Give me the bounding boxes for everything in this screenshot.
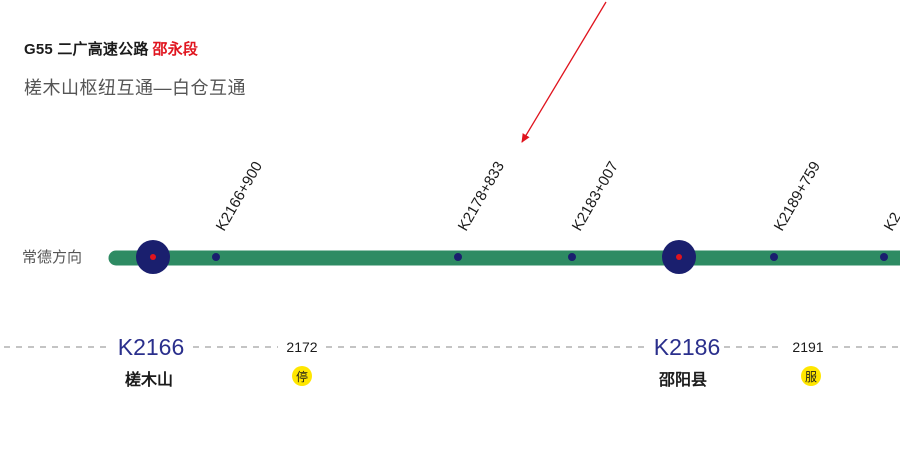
facility-km: 2191 (792, 339, 823, 355)
parking-badge-label: 停 (296, 369, 308, 384)
km-label: K2183+007 (569, 159, 622, 234)
segment-name: 邵永段 (152, 41, 199, 58)
interchange-node-k2166 (136, 240, 170, 274)
facility-km: 2172 (286, 339, 317, 355)
interchange-node-k2186 (662, 240, 696, 274)
km-dot (880, 253, 888, 261)
km-label: K2189+759 (771, 159, 824, 234)
km-label: K2178+833 (455, 159, 508, 234)
route-title: G55 二广高速公路邵永段 (24, 38, 198, 59)
interchange-name: 槎木山 (125, 370, 173, 389)
pointer-arrow (521, 1, 607, 143)
parking-badge: 停 (292, 366, 312, 386)
direction-label: 常德方向 (22, 249, 83, 266)
interchange-code: K2166 (118, 334, 185, 360)
km-dot (568, 253, 576, 261)
km-label: K2 (881, 210, 900, 234)
km-dot (770, 253, 778, 261)
interchange-code: K2186 (654, 334, 721, 360)
road-name: G55 二广高速公路 (24, 41, 149, 58)
section-subtitle: 槎木山枢纽互通—白仓互通 (24, 78, 246, 98)
service-area-badge-label: 服 (805, 370, 817, 384)
service-area-badge: 服 (801, 366, 821, 386)
interchange-name: 邵阳县 (658, 371, 707, 389)
km-dot (454, 253, 462, 261)
km-label: K2166+900 (213, 159, 266, 234)
km-dot (212, 253, 220, 261)
